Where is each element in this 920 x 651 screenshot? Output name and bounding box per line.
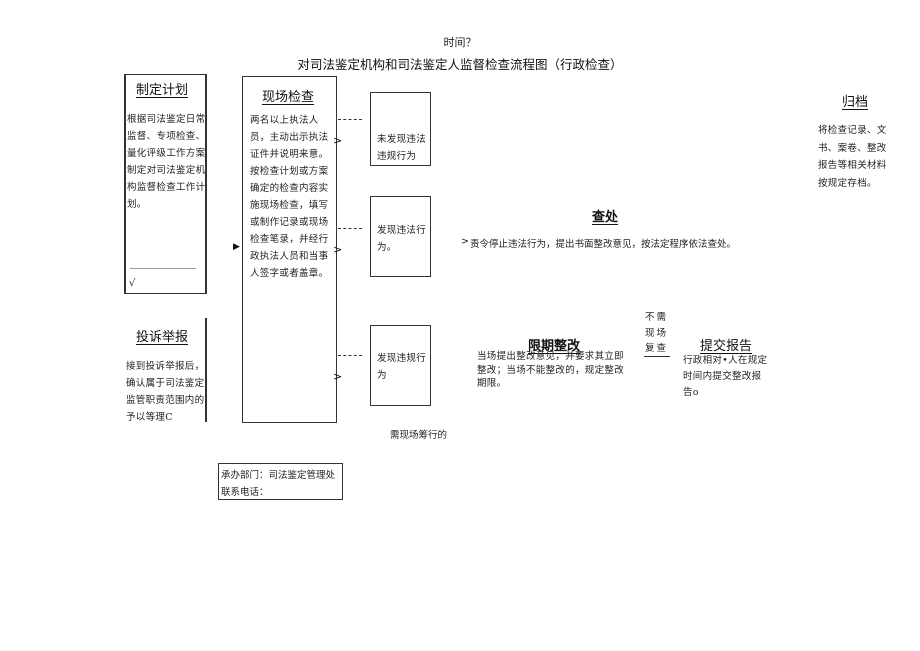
complaint-text: 接到投诉举报后，确认属于司法鉴定监管职责范围内的予以等理C (126, 361, 205, 423)
complaint-heading: 投诉举报 (136, 330, 189, 345)
result-minor-text: 发现违规行为 (377, 353, 427, 381)
time-label: 时间？ (443, 36, 477, 49)
plan-text: 根据司法鉴定日常监督、专项检查、量化评级工作方案制定对司法鉴定机构监督检查工作计… (127, 114, 206, 210)
plan-bottom-border (124, 293, 206, 294)
result-found-box (370, 196, 431, 277)
arrow-found-icon: > (333, 243, 343, 256)
diagram-title: 对司法鉴定机构和司法鉴定人监督检查流程图（行政检查） (297, 57, 623, 72)
result-none-text: 未发现违法违规行为 (377, 134, 427, 162)
result-minor-box (370, 325, 431, 406)
investigate-text: 责令停止违法行为，提出书面整改意见，按法定程序依法查处。 (470, 239, 737, 250)
footer-phone: 联系电话： (221, 487, 269, 498)
complaint-right-border (205, 318, 207, 422)
footer-box (218, 463, 343, 500)
plan-divider (130, 268, 196, 269)
rectify-text: 当场提出整改意见，并要求其立即整改；当场不能整改的，规定整改期限。 (477, 351, 625, 389)
connector-found (338, 228, 362, 229)
onsite-text: 两名以上执法人员，主动出示执法证件并说明来意。按检查计划或方案确定的检查内容实施… (250, 115, 329, 279)
archive-heading: 归档 (842, 95, 869, 110)
below-note: 需现场筹行的 (390, 430, 448, 441)
report-text: 行政相对•人在规定时间内提交整改报告o (683, 355, 768, 398)
report-heading: 提交报告 (700, 339, 753, 354)
arrow-none-icon: > (333, 134, 343, 147)
archive-text: 将检查记录、文书、案卷、整改报告等相关材料按规定存档。 (818, 125, 887, 189)
plan-check-mark: √ (129, 278, 136, 289)
arrow-into-onsite-icon: ▶ (233, 242, 240, 252)
onsite-heading: 现场检查 (262, 90, 315, 105)
footer-dept: 承办部门：司法鉴定管理处 (221, 470, 336, 481)
no-recheck-text: 不需现场复查 (645, 312, 669, 354)
result-none-box (370, 92, 431, 166)
investigate-heading: 查处 (592, 210, 619, 225)
connector-minor (338, 355, 362, 356)
result-found-text: 发现违法行为。 (377, 225, 427, 253)
plan-left-border (124, 74, 126, 294)
investigate-arrow-icon: > (461, 236, 469, 247)
rectify-heading: 限期整改 (528, 339, 581, 354)
plan-right-border (205, 74, 207, 294)
plan-top-border (124, 74, 206, 75)
plan-heading: 制定计划 (136, 83, 189, 98)
onsite-box (242, 76, 337, 423)
connector-none (338, 119, 362, 120)
no-recheck-underline (644, 356, 670, 357)
arrow-minor-icon: > (333, 370, 343, 383)
